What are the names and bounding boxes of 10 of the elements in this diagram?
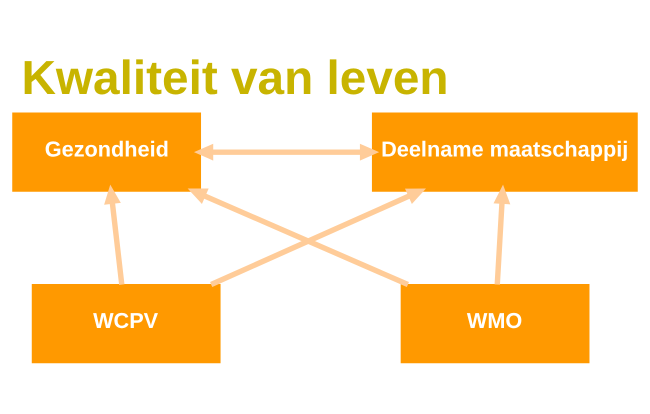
node-box: WCPV [32, 284, 221, 363]
arrow [188, 188, 409, 287]
arrow [104, 184, 124, 284]
arrow [194, 143, 380, 160]
node-box: Gezondheid [12, 112, 202, 192]
node-box: WMO [400, 284, 590, 363]
arrow [210, 188, 426, 286]
diagram-title: Kwaliteit van leven [21, 51, 449, 104]
arrow [494, 184, 510, 284]
node-box: Deelname maatschappij [372, 112, 638, 192]
